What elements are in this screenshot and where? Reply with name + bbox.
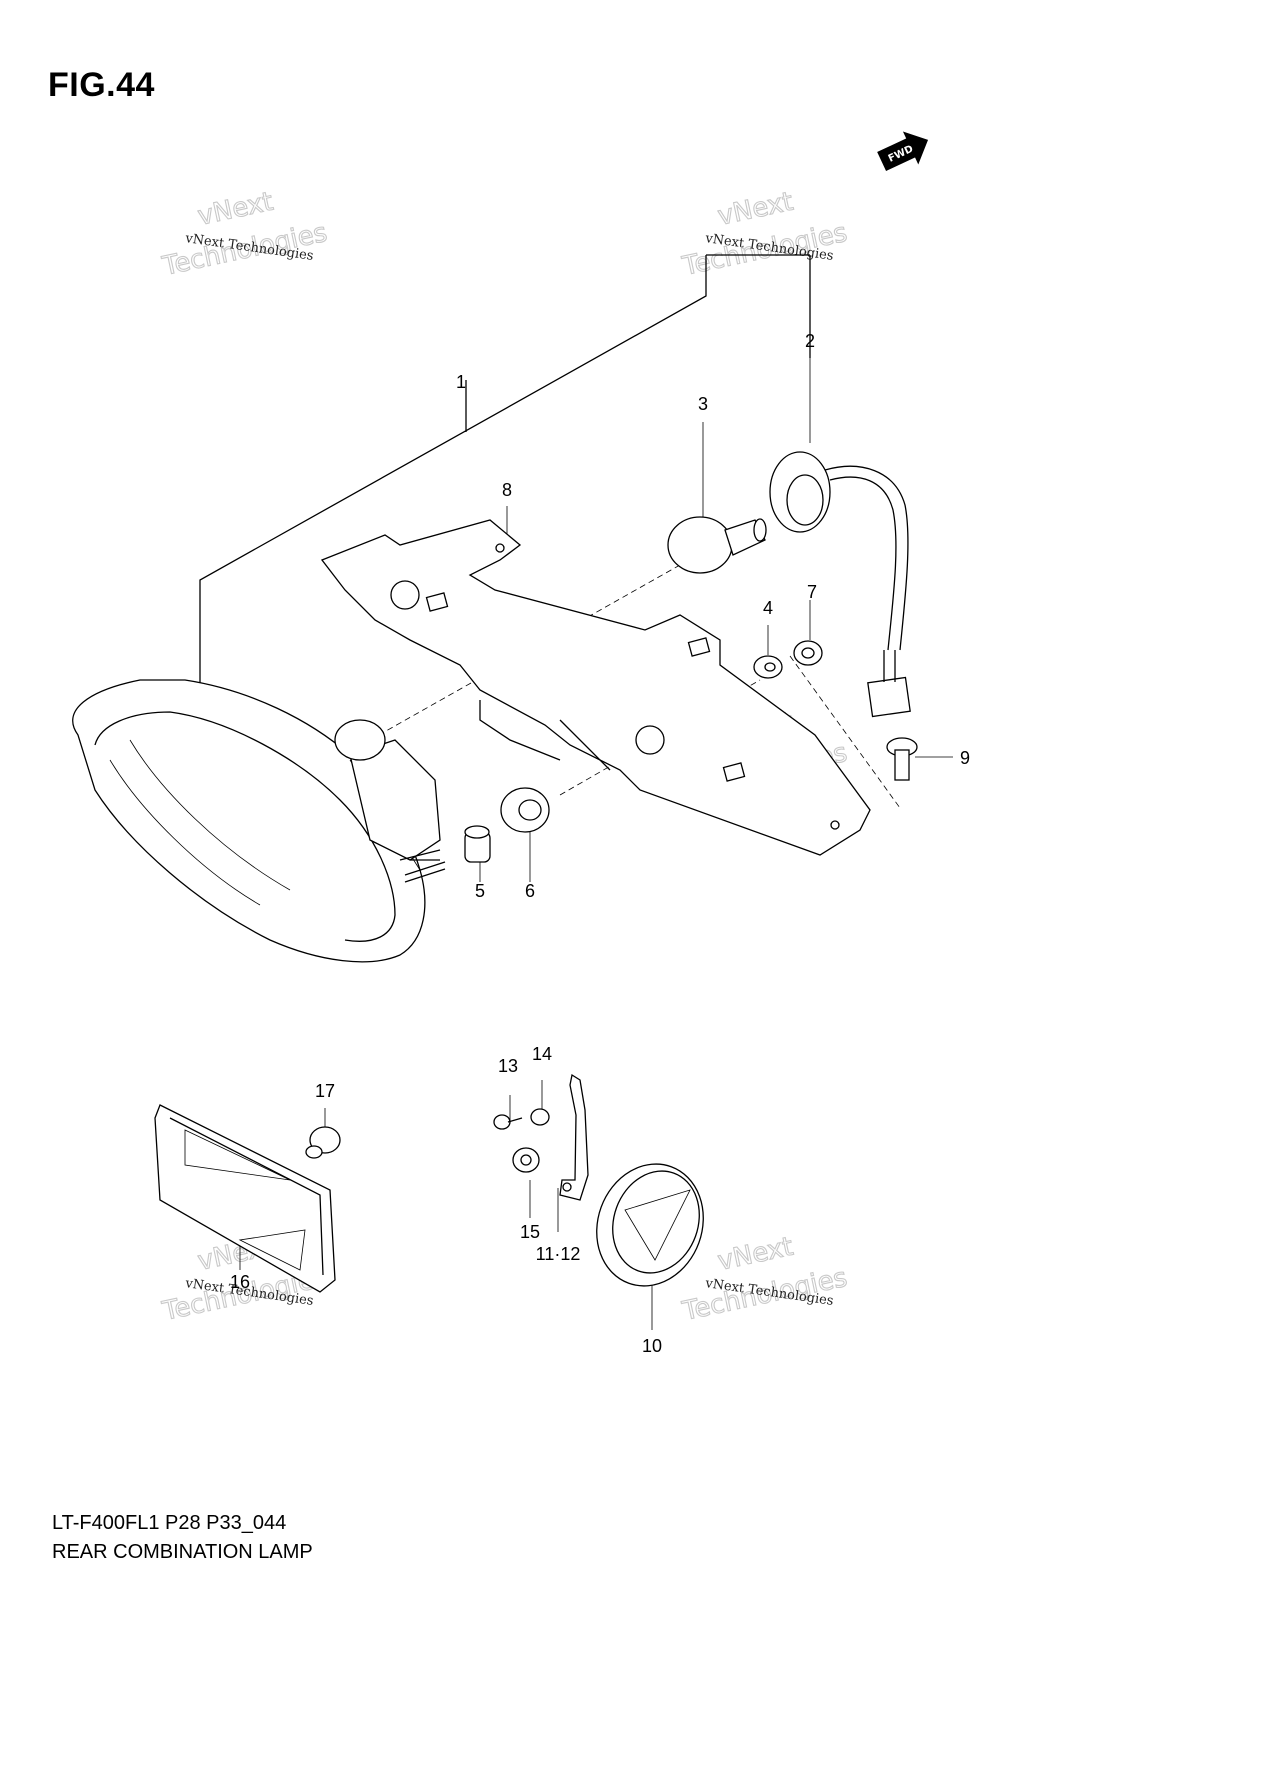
assembly-bracket-1 xyxy=(199,254,811,690)
callout-8: 8 xyxy=(502,480,512,500)
watermark-top-right: vNext Technologies vNext Technologies xyxy=(679,186,851,282)
callout-5: 5 xyxy=(475,881,485,901)
nut-17 xyxy=(305,1126,341,1159)
callout-11-12: 11·12 xyxy=(536,1244,581,1264)
svg-text:vNext: vNext xyxy=(195,187,276,232)
callout-4: 4 xyxy=(763,598,773,618)
callout-9: 9 xyxy=(960,748,970,768)
model-code: LT-F400FL1 P28 P33_044 xyxy=(52,1512,287,1534)
nut-14 xyxy=(530,1108,550,1126)
lamp-mounting-bracket xyxy=(320,519,871,856)
bolt-9 xyxy=(886,737,918,781)
figure-caption: REAR COMBINATION LAMP xyxy=(52,1541,313,1563)
round-reflector-10 xyxy=(596,1163,704,1287)
socket-and-cord xyxy=(769,451,911,718)
bracket-11-12 xyxy=(559,1073,589,1201)
callout-7: 7 xyxy=(807,582,817,602)
callout-2: 2 xyxy=(805,331,815,351)
grommet-6 xyxy=(500,787,550,833)
nut-15 xyxy=(512,1147,540,1173)
callout-6: 6 xyxy=(525,881,535,901)
callout-17: 17 xyxy=(315,1081,335,1101)
watermark-top-left: vNext Technologies vNext Technologies xyxy=(159,186,331,282)
svg-text:vNext: vNext xyxy=(715,187,796,232)
callout-3: 3 xyxy=(698,394,708,414)
bulb xyxy=(667,516,767,574)
callout-13: 13 xyxy=(498,1056,518,1076)
screw-13 xyxy=(493,1114,523,1130)
nut-7 xyxy=(793,640,823,666)
reflector-16 xyxy=(154,1104,336,1293)
callout-10: 10 xyxy=(642,1336,662,1356)
figure-title: FIG.44 xyxy=(48,66,155,104)
watermark-bottom-right: vNext Technologies vNext Technologies xyxy=(679,1231,851,1327)
svg-text:vNext: vNext xyxy=(715,1232,796,1277)
collar-5 xyxy=(464,825,491,863)
fwd-arrow-icon: FWD xyxy=(877,131,929,172)
callout-1: 1 xyxy=(456,372,466,392)
callout-14: 14 xyxy=(532,1044,552,1064)
callout-16: 16 xyxy=(230,1272,250,1292)
callout-15: 15 xyxy=(520,1222,540,1242)
figure-footer: LT-F400FL1 P28 P33_044 REAR COMBINATION … xyxy=(52,1509,313,1567)
rear-combination-lamp-housing xyxy=(72,679,446,963)
washer-4 xyxy=(753,655,783,679)
